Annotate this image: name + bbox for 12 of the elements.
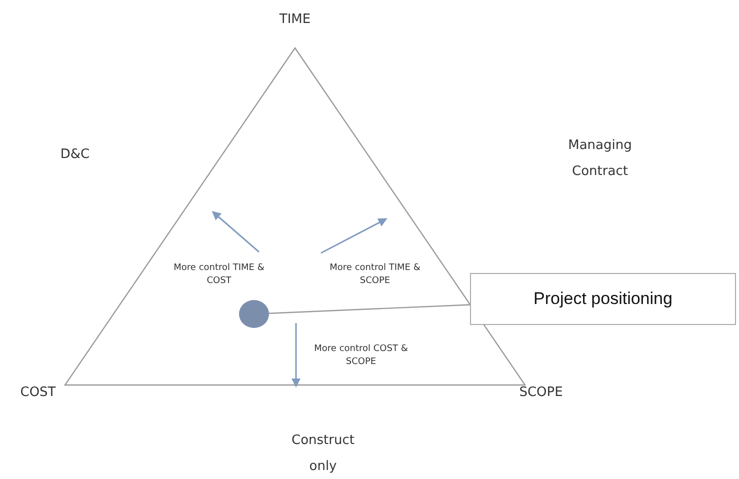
region-label: Construct only <box>290 432 356 476</box>
callout-box: Project positioning <box>470 273 736 325</box>
vertex-label: TIME <box>279 11 311 29</box>
region-label: D&C <box>60 146 90 164</box>
vertex-label: SCOPE <box>519 384 563 402</box>
position-marker <box>239 300 269 328</box>
leader-line <box>268 304 470 314</box>
annotation-text: More control TIME & COST <box>172 262 266 288</box>
region-label: Managing Contract <box>567 137 633 181</box>
vertex-label: COST <box>20 384 56 402</box>
annotation-text: More control TIME & SCOPE <box>328 262 422 288</box>
annotation-text: More control COST & SCOPE <box>313 343 409 369</box>
